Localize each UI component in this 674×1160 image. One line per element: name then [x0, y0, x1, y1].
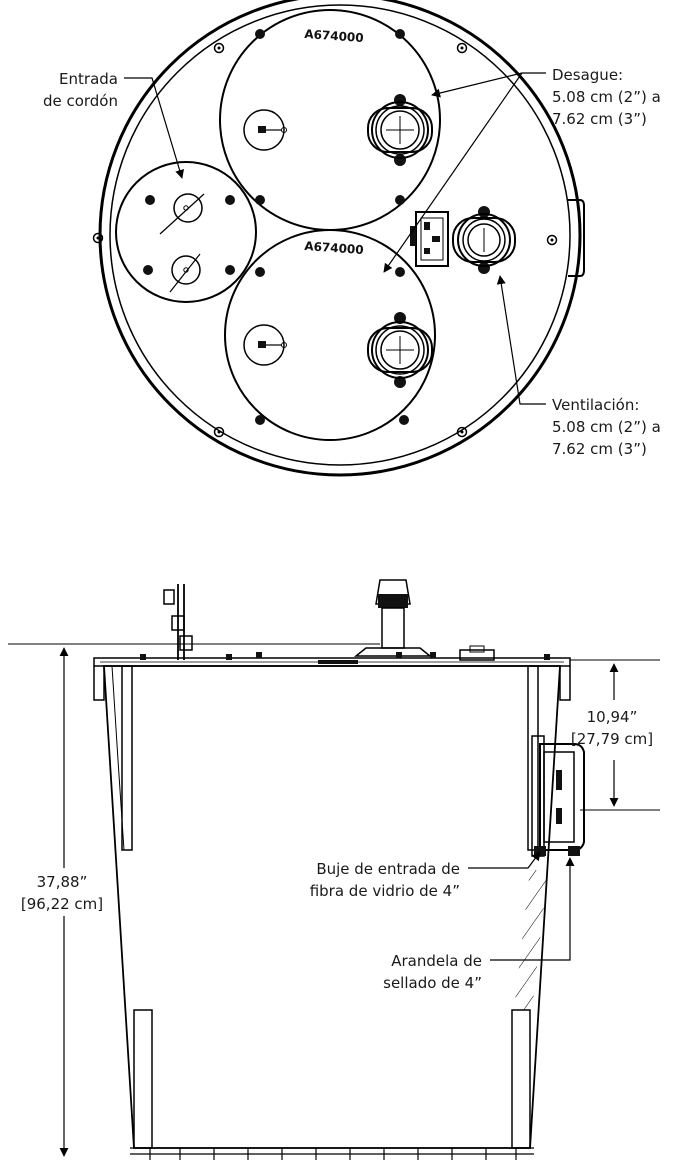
bushing-label-line2: fibra de vidrio de 4” — [310, 882, 460, 900]
lower-cover-plate: A674000 — [224, 229, 436, 441]
part-number-lower: A674000 — [304, 239, 364, 257]
rim-screws — [92, 42, 558, 438]
basin-rim-inner — [109, 4, 571, 466]
drain-fitting — [367, 94, 433, 166]
vent-fitting — [452, 206, 516, 274]
callout-washer: Arandela de sellado de 4” — [383, 857, 575, 992]
cord-grommet-icon — [173, 193, 203, 223]
callout-cord-entry: Entrada de cordón — [43, 70, 184, 179]
drain-label-line2: 5.08 cm (2”) a — [552, 88, 661, 106]
inlet-hub — [531, 735, 585, 857]
washer-label-line2: sellado de 4” — [383, 974, 482, 992]
cord-entry-label-line2: de cordón — [43, 92, 118, 110]
upper-cover-plate: A674000 — [219, 9, 441, 231]
cord-bracket — [163, 584, 193, 660]
washer-label-line1: Arandela de — [391, 952, 482, 970]
total-height-in: 37,88” — [37, 873, 88, 891]
drain-label-line1: Desague: — [552, 66, 623, 84]
side-view — [8, 579, 660, 1160]
vent-label-line2: 5.08 cm (2”) a — [552, 418, 661, 436]
cap-icon — [243, 324, 285, 366]
cord-grommet-icon — [171, 255, 201, 285]
part-number-upper: A674000 — [304, 27, 364, 45]
top-view: A674000 A67 — [92, 0, 585, 477]
discharge-fitting — [367, 312, 433, 388]
vent-label-line1: Ventilación: — [552, 396, 639, 414]
total-height-cm: [96,22 cm] — [21, 895, 103, 913]
control-box — [410, 211, 449, 267]
cap-icon — [243, 109, 285, 151]
inlet-tab — [568, 199, 585, 277]
callout-vent: Ventilación: 5.08 cm (2”) a 7.62 cm (3”) — [496, 275, 661, 458]
inlet-height-in: 10,94” — [587, 708, 638, 726]
inlet-height-cm: [27,79 cm] — [571, 730, 653, 748]
basin-body — [103, 665, 561, 1160]
cord-entry-label-line1: Entrada — [59, 70, 118, 88]
drain-label-line3: 7.62 cm (3”) — [552, 110, 647, 128]
basin-lid — [93, 645, 571, 701]
basin-rim-outer — [98, 0, 582, 477]
cord-entry-plate — [115, 161, 257, 303]
vent-pipe — [353, 579, 433, 657]
vent-label-line3: 7.62 cm (3”) — [552, 440, 647, 458]
dimension-total-height: 37,88” [96,22 cm] — [10, 647, 114, 1157]
dimension-inlet-height: 10,94” [27,79 cm] — [571, 663, 653, 807]
callout-drain: Desague: 5.08 cm (2”) a 7.62 cm (3”) — [383, 66, 661, 273]
bushing-label-line1: Buje de entrada de — [316, 860, 460, 878]
callout-bushing: Buje de entrada de fibra de vidrio de 4” — [310, 851, 541, 900]
